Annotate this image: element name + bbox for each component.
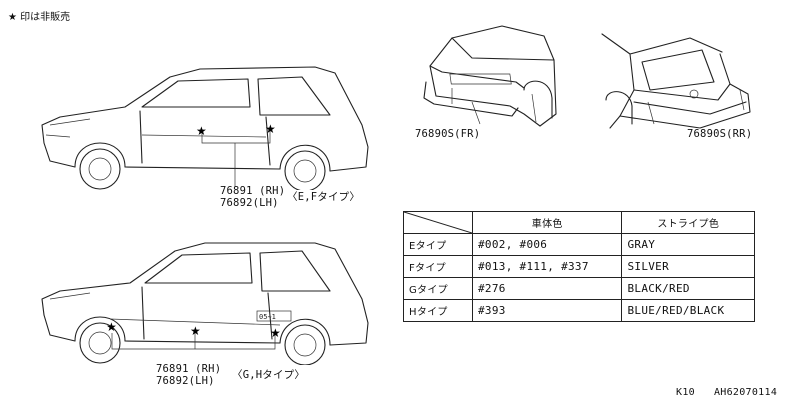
body-color-cell: #276 xyxy=(471,277,623,300)
table-corner-cell xyxy=(403,211,473,234)
upper-lh-label: 76892(LH) xyxy=(220,197,279,209)
lower-variant-label: 〈G,Hタイプ〉 xyxy=(232,369,306,381)
type-cell: Eタイプ xyxy=(403,233,473,256)
body-color-cell: #013, #111, #337 xyxy=(471,255,623,278)
star-marker: ★ xyxy=(106,320,117,334)
upper-callout: 76891 (RH) 76892(LH) xyxy=(220,185,285,209)
rear-callout: 76890S(RR) xyxy=(687,128,753,140)
upper-rh-label: 76891 (RH) xyxy=(220,185,286,197)
star-marker: ★ xyxy=(196,124,207,138)
footer-code: K10 AH62070114 xyxy=(676,387,777,398)
stripe-color-cell: BLACK/RED xyxy=(621,277,755,300)
body-color-cell: #393 xyxy=(471,299,623,322)
star-marker: ★ xyxy=(270,326,281,340)
star-marker: ★ xyxy=(265,122,276,136)
door-badge-text: 05∼1 xyxy=(259,313,276,321)
table-row: Eタイプ #002, #006 GRAY xyxy=(403,233,755,256)
table-row: Fタイプ #013, #111, #337 SILVER xyxy=(403,255,755,278)
stripe-color-header: ストライプ色 xyxy=(621,211,755,234)
table-row: Gタイプ #276 BLACK/RED xyxy=(403,277,755,300)
type-cell: Gタイプ xyxy=(403,277,473,300)
lower-callout: 76891 (RH) 76892(LH) xyxy=(156,363,221,387)
type-cell: Hタイプ xyxy=(403,299,473,322)
stripe-color-cell: SILVER xyxy=(621,255,755,278)
car-side-view-upper: ★ ★ xyxy=(41,66,369,190)
footer-page: K10 xyxy=(676,387,695,398)
car-rear-view xyxy=(601,33,751,129)
front-callout: 76890S(FR) xyxy=(415,128,481,140)
table-header-row: 車体色 ストライプ色 xyxy=(403,211,755,234)
stripe-color-cell: BLUE/RED/BLACK xyxy=(621,299,755,322)
stripe-color-cell: GRAY xyxy=(621,233,755,256)
star-marker: ★ xyxy=(190,324,201,338)
lower-rh-label: 76891 (RH) xyxy=(156,363,222,375)
stripe-color-table: 車体色 ストライプ色 Eタイプ #002, #006 GRAY Fタイプ #01… xyxy=(403,211,755,322)
corner-diagonal xyxy=(404,212,472,233)
type-cell: Fタイプ xyxy=(403,255,473,278)
table-row: Hタイプ #393 BLUE/RED/BLACK xyxy=(403,299,755,322)
footer-diagram-code: AH62070114 xyxy=(713,387,778,398)
car-front-view xyxy=(423,25,557,127)
body-color-header: 車体色 xyxy=(471,211,623,234)
car-side-view-lower: 05∼1 ★ ★ ★ xyxy=(41,242,369,365)
upper-variant-label: 〈E,Fタイプ〉 xyxy=(287,191,361,203)
body-color-cell: #002, #006 xyxy=(471,233,623,256)
non-sale-note: ★ 印は非販売 xyxy=(8,12,71,23)
lower-lh-label: 76892(LH) xyxy=(156,375,215,387)
